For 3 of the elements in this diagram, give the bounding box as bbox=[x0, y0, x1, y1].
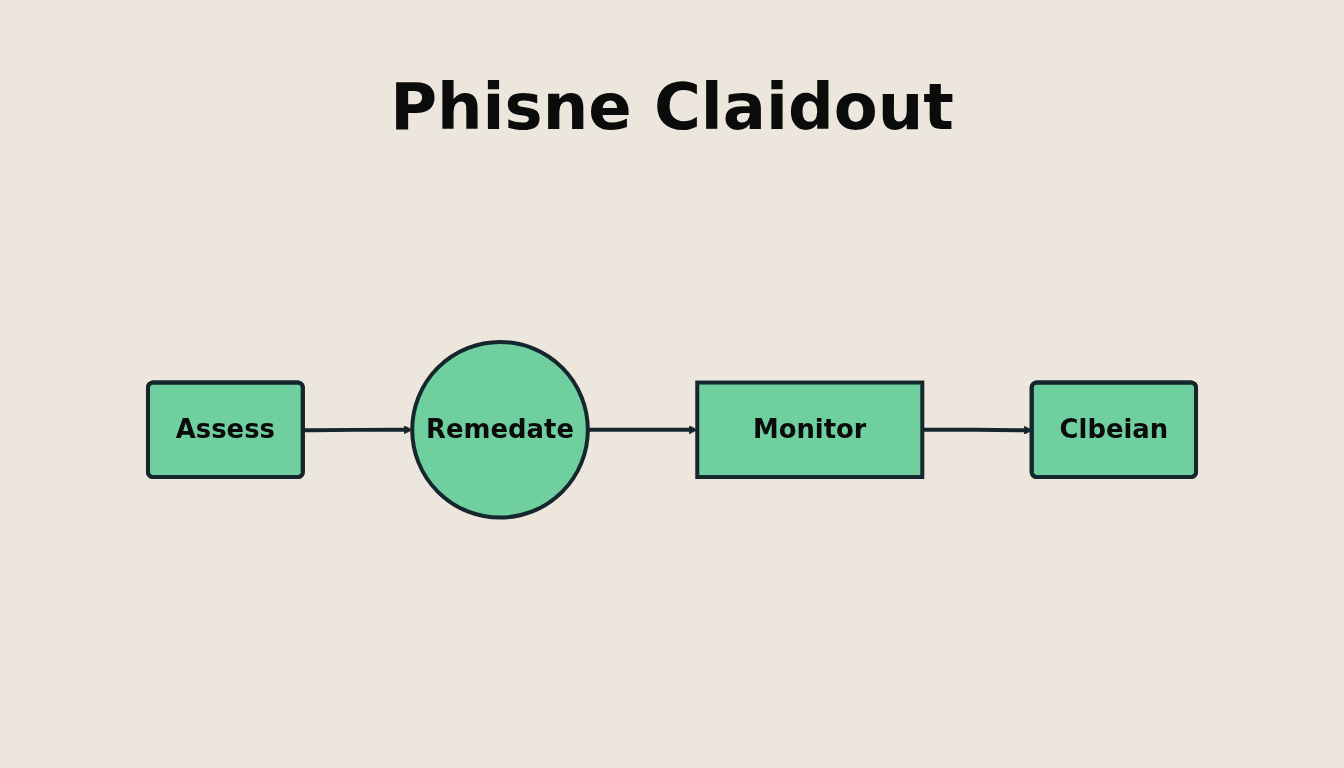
node-box: Monitor bbox=[695, 380, 925, 480]
diagram-title: Phisne Claidout bbox=[390, 70, 954, 144]
node-circle: Remedate bbox=[410, 340, 590, 520]
